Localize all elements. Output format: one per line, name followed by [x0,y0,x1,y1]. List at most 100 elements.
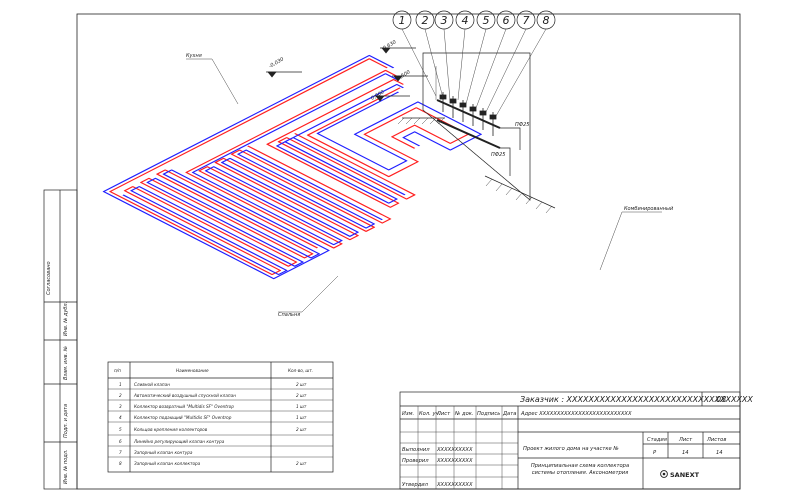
spec-row-name: Запорный клапан контура [134,450,193,455]
heating-loop-center [266,79,416,208]
spec-row-name: Коллектор подающий "Multidis SF" Oventro… [134,415,232,420]
pipe-label: ПФ25 [491,152,505,158]
stamp-replace-inv: Взам. инв. № [63,346,69,380]
callout: 4 [455,10,475,101]
role-label: Утвердил [402,482,429,488]
role-name: ХХХХХХХХХХ [436,447,473,453]
role-label: Выполнил [402,447,430,453]
change-header: Дата [502,411,516,417]
spec-table: п/п Наименование Кол-во, шт. 1 Сливной к… [107,361,334,473]
annotations: Кухня -0,030 0,630 0,500 0,000 ПФ25 ПФ25… [186,39,674,318]
callout: 6 [475,10,516,109]
project-name: Проект жилого дома на участке № [523,446,619,452]
spec-header-index: п/п [114,368,121,373]
spec-row-qty: 2 шт [296,393,307,398]
customer-label: Заказчик : ХХХХХХХХХХХХХХХХХХХХХХХХХХХХХ… [520,395,753,404]
callout: 5 [465,10,496,105]
callout-number: 6 [503,14,510,27]
callouts: 1 2 3 4 5 6 7 [392,10,556,117]
change-header: № док. [454,411,474,417]
logo-text: SANEXT [670,471,700,479]
spec-row: 6 Линейно регулирующий клапан контура [119,439,225,444]
callout-number: 3 [441,14,448,27]
spec-row: 4 Коллектор подающий "Multidis SF" Ovent… [119,415,307,420]
callout: 2 [415,10,444,99]
spec-row-qty: 2 шт [296,427,307,432]
company-logo: SANEXT [660,470,700,479]
heating-loop-combined [102,54,395,280]
spec-row-name: Запорный клапан коллектора [134,461,201,466]
supply-collector [436,99,501,129]
spec-row: 7 Запорный клапан контура [119,450,193,455]
change-header: Подпись [477,411,500,417]
callout: 7 [485,10,536,113]
spec-row-name: Линейно регулирующий клапан контура [133,439,225,444]
callout-number: 2 [422,14,429,27]
address-label: Адрес ХХХХХХХХХХХХХХХХХХХХХХХХХХ [520,411,632,417]
drawing-title: Принципиальная схема коллектора системы … [530,463,630,476]
stamp-orig-inv: Инв. № подл. [63,450,69,485]
spec-row: 2 Автоматический воздушный спускной клап… [119,393,307,398]
level-mark: 0,630 [382,39,397,51]
spec-header-name: Наименование [176,368,209,373]
change-header: Лист [436,411,451,417]
spec-row-index: 7 [119,450,122,455]
spec-row-index: 8 [119,461,122,466]
collector-assembly [266,47,556,214]
spec-row-name: Кольцов крепления коллекторов [134,427,208,432]
role-name: ХХХХХХХХХХ [436,458,473,464]
level-mark: -0,030 [268,56,285,69]
spec-row-index: 3 [119,404,122,409]
callout-number: 7 [523,14,530,27]
spec-row-index: 1 [119,382,122,387]
spec-row-index: 4 [119,415,122,420]
spec-row-qty: 2 шт [296,382,307,387]
room-label-bedroom: Спальня [278,312,300,318]
spec-row-name: Сливной клапан [134,382,170,387]
spec-row: 3 Коллектор возвратный "Multidis SF" Ove… [119,404,307,409]
drawing-code: 08 [716,395,726,404]
sheets-value: 14 [716,450,723,456]
heating-loop-kitchen [306,87,482,178]
spec-row-index: 5 [119,427,122,432]
room-label-kitchen: Кухня [186,53,202,59]
spec-row-qty: 2 шт [296,461,307,466]
stamp-sign-date: Подп. и дата [63,404,69,438]
stamp-approved: Согласовано [46,261,52,295]
role-label: Проверил [402,458,429,464]
role-name: ХХХХХХХХХХ [436,482,473,488]
change-header: Кол. уч. [419,411,440,417]
spec-row-index: 6 [119,439,122,444]
pipe-label: ПФ25 [515,122,529,128]
heating-loop-bedroom [185,69,398,249]
callout: 1 [392,10,437,97]
spec-row-qty: 1 шт [296,404,307,409]
side-stamp: Согласовано Инв. № дубл. Взам. инв. № По… [43,189,78,490]
sheet-value: 14 [682,450,689,456]
return-collector [436,119,501,149]
sheets-header: Листов [706,437,726,443]
drawing-title-box: Принципиальная схема коллектора системы … [530,463,630,476]
callout-number: 4 [462,14,469,27]
spec-header-qty: Кол-во, шт. [288,368,313,373]
spec-row-index: 2 [119,393,122,398]
callout: 8 [495,10,556,117]
spec-row: 5 Кольцов крепления коллекторов 2 шт [119,427,307,432]
change-header: Изм. [402,411,414,417]
level-mark: 0,500 [396,69,411,81]
stage-header: Стадия [647,437,667,443]
spec-row-name: Коллектор возвратный "Multidis SF" Ovent… [134,404,234,409]
callout-number: 8 [543,14,550,27]
spec-row: 8 Запорный клапан коллектора 2 шт [119,461,307,466]
callout: 3 [434,10,454,101]
stage-value: Р [653,450,657,456]
spec-row-name: Автоматический воздушный спускной клапан [133,393,236,398]
callout-number: 5 [483,14,490,27]
title-block: Заказчик : ХХХХХХХХХХХХХХХХХХХХХХХХХХХХХ… [399,391,753,490]
room-label-combined: Комбинированный [624,206,674,212]
callout-number: 1 [399,14,406,27]
spec-row: 1 Сливной клапан 2 шт [119,382,307,387]
spec-row-qty: 1 шт [296,415,307,420]
sheet-header: Лист [678,437,693,443]
